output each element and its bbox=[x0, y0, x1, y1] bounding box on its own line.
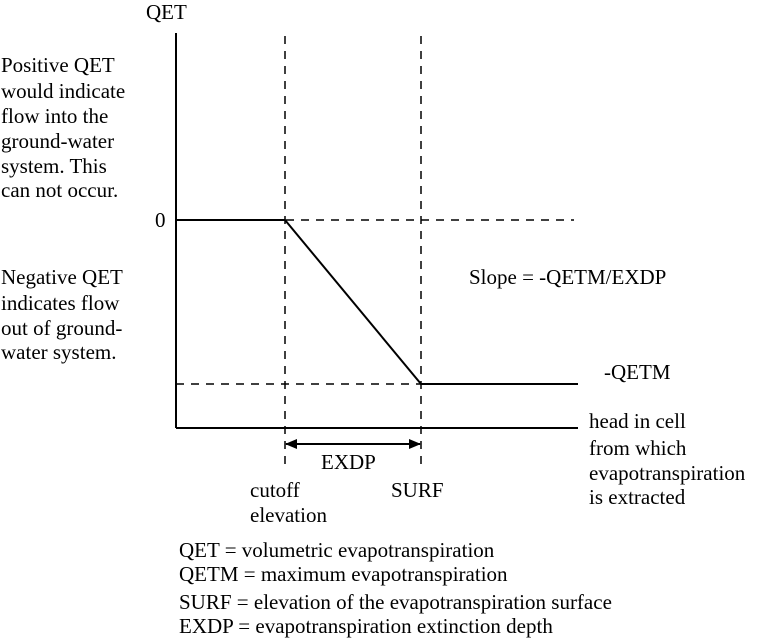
x-axis-label-line: from which bbox=[589, 436, 687, 460]
x-axis-label: head in cell from which evapotranspirati… bbox=[589, 409, 751, 509]
positive-note-line: system. This bbox=[1, 154, 107, 178]
legend-line: EXDP = evapotranspiration extinction dep… bbox=[179, 614, 553, 638]
positive-note-line: can not occur. bbox=[1, 178, 118, 202]
negative-qet-note: Negative QET indicates flow out of groun… bbox=[1, 265, 128, 364]
positive-note-line: would indicate bbox=[1, 79, 125, 103]
qet-curve bbox=[176, 219, 578, 385]
negative-note-line: indicates flow bbox=[1, 291, 120, 315]
x-axis-label-line: head in cell bbox=[589, 409, 686, 433]
legend-line: QET = volumetric evapotranspiration bbox=[179, 538, 495, 562]
surf-label: SURF bbox=[391, 478, 444, 502]
qetm-level-label: -QETM bbox=[604, 360, 671, 384]
positive-note-line: ground-water bbox=[1, 129, 114, 153]
zero-tick-label: 0 bbox=[155, 208, 166, 232]
positive-qet-note: Positive QET would indicate flow into th… bbox=[1, 53, 130, 202]
negative-note-line: Negative QET bbox=[1, 265, 123, 289]
cutoff-label-line: cutoff bbox=[250, 478, 300, 502]
legend-line: SURF = elevation of the evapotranspirati… bbox=[179, 590, 612, 614]
negative-note-line: out of ground- bbox=[1, 316, 122, 340]
exdp-label: EXDP bbox=[321, 450, 376, 474]
positive-note-line: flow into the bbox=[1, 104, 108, 128]
y-axis-label: QET bbox=[146, 0, 187, 24]
legend-line: QETM = maximum evapotranspiration bbox=[179, 562, 508, 586]
legend: QET = volumetric evapotranspiration QETM… bbox=[179, 538, 617, 638]
cutoff-elevation-label: cutoff elevation bbox=[250, 478, 327, 527]
negative-note-line: water system. bbox=[1, 340, 116, 364]
positive-note-line: Positive QET bbox=[1, 53, 115, 77]
slope-label: Slope = -QETM/EXDP bbox=[469, 265, 666, 289]
x-axis-label-line: evapotranspiration bbox=[589, 461, 746, 485]
cutoff-label-line: elevation bbox=[250, 503, 327, 527]
x-axis-label-line: is extracted bbox=[589, 485, 686, 509]
